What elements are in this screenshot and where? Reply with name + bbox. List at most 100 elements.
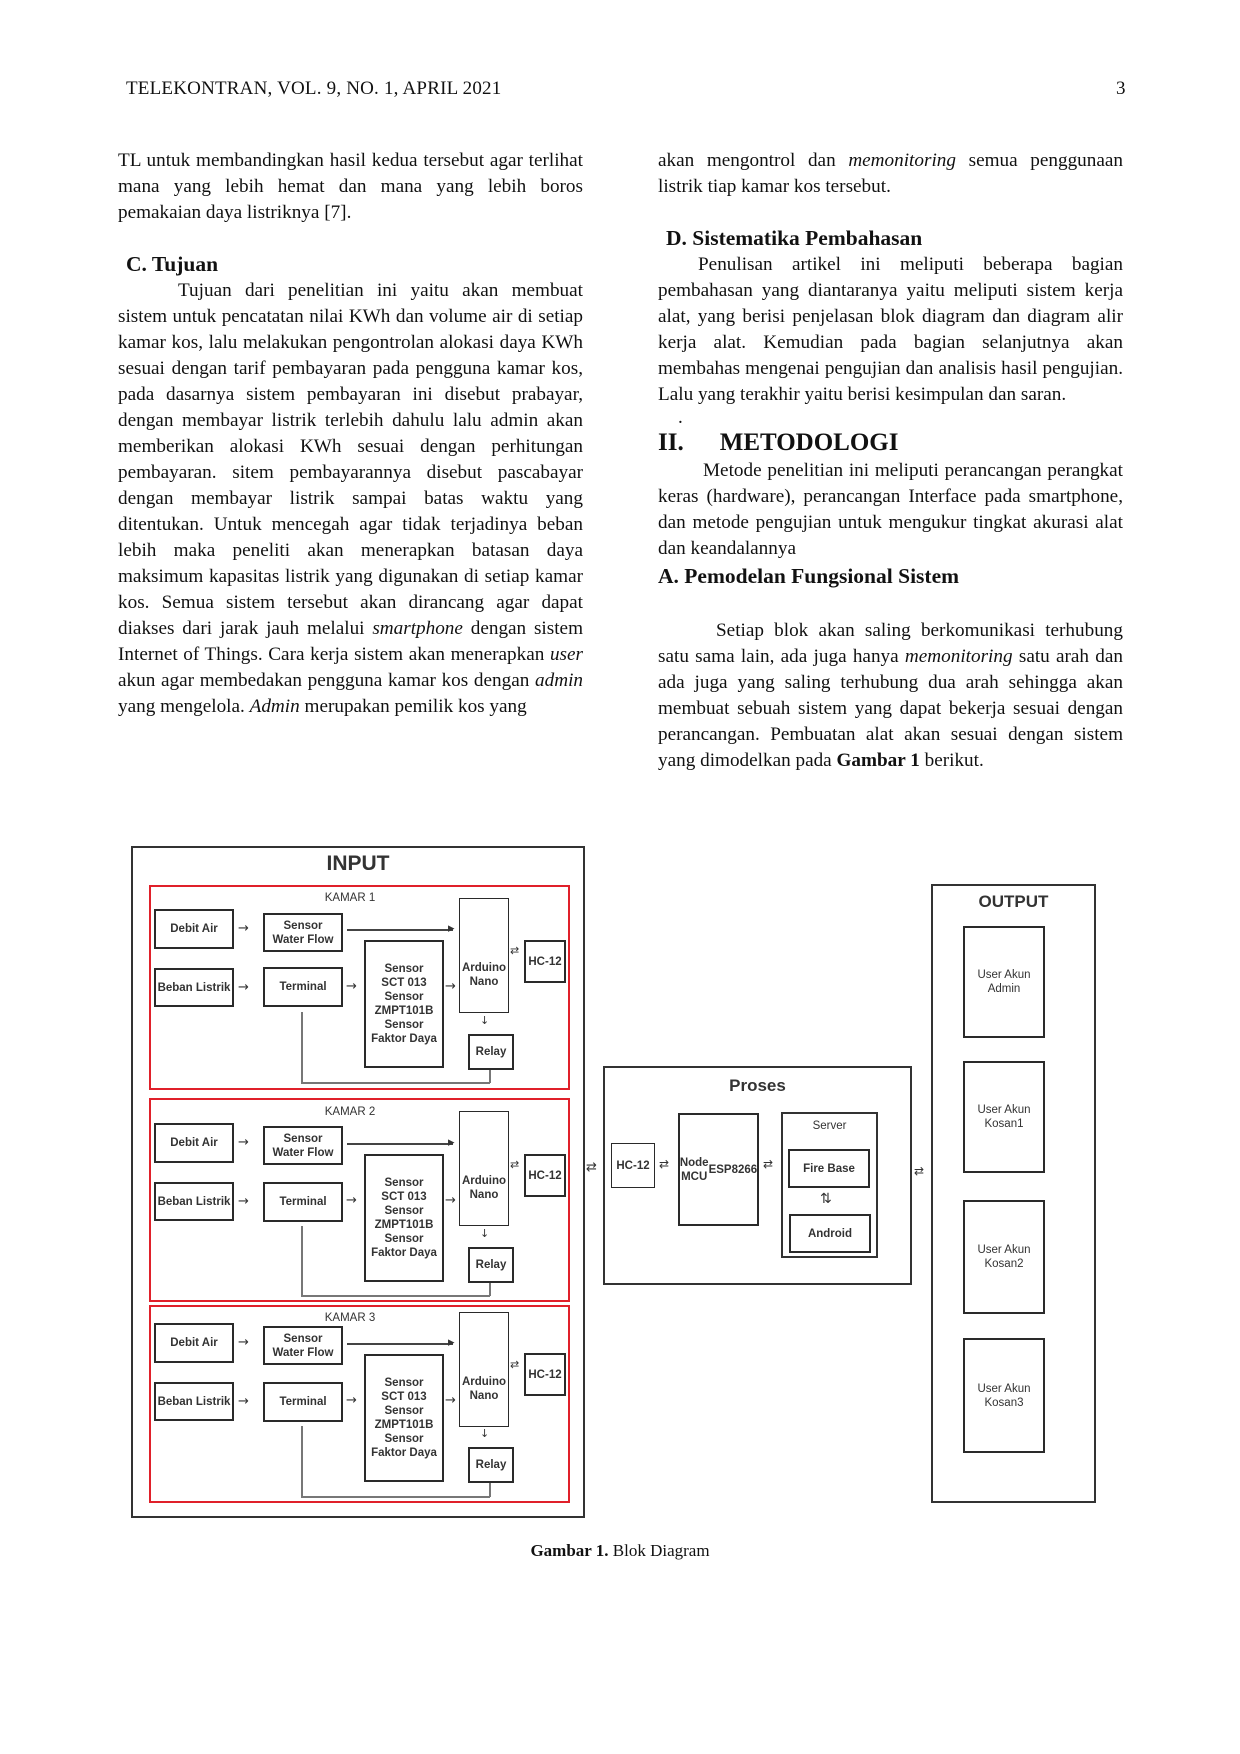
beban-listrik-block: Beban Listrik [154, 1182, 234, 1221]
bidirectional-arrow-icon: ⇄ [763, 1157, 774, 1171]
arrow-icon: → [346, 1393, 357, 1408]
room-label: KAMAR 1 [324, 892, 376, 904]
room-frame [149, 885, 570, 1090]
connector-line [347, 1343, 453, 1345]
beban-listrik-block: Beban Listrik [154, 968, 234, 1007]
relay-block: Relay [468, 1034, 514, 1070]
continued-paragraph: akan mengontrol dan memonitoring semua p… [658, 150, 1123, 197]
arrow-icon: ▸ [448, 1135, 455, 1150]
proses-hc12-block: HC-12 [611, 1143, 655, 1188]
room-label: KAMAR 2 [324, 1106, 376, 1118]
feedback-line [301, 1226, 303, 1296]
feedback-line [489, 1483, 491, 1497]
server-label: Server [812, 1120, 847, 1132]
feedback-line [301, 1496, 490, 1498]
arrow-icon: → [238, 1135, 249, 1150]
hc12-block: HC-12 [524, 1353, 566, 1396]
bidirectional-arrow-icon: ⇄ [659, 1157, 670, 1171]
arrow-icon: → [238, 980, 249, 995]
input-panel [131, 846, 585, 1518]
section-d-paragraph: Penulisan artikel ini meliputi beberapa … [658, 254, 1123, 405]
debit-air-block: Debit Air [154, 909, 234, 949]
terminal-block: Terminal [263, 967, 343, 1007]
arrow-down-icon: ↓ [480, 1014, 490, 1027]
arrow-icon: ▸ [448, 921, 455, 936]
section-ii-paragraph: Metode penelitian ini meliputi perancang… [658, 460, 1123, 559]
arrow-icon: → [445, 979, 456, 994]
arrow-icon: → [346, 979, 357, 994]
hc12-block: HC-12 [524, 940, 566, 983]
input-title: INPUT [326, 852, 390, 875]
section-d-heading: D. Sistematika Pembahasan [666, 226, 923, 250]
connector-line [347, 1143, 453, 1145]
bidirectional-arrow-icon: ⇄ [914, 1164, 925, 1178]
output-title: OUTPUT [978, 892, 1049, 911]
feedback-line [301, 1295, 490, 1297]
arrow-down-icon: ↓ [480, 1427, 490, 1440]
section-a-paragraph: Setiap blok akan saling berkomunikasi te… [658, 620, 1123, 771]
arrow-icon: → [238, 1194, 249, 1209]
output-panel [931, 884, 1096, 1503]
bidirectional-arrow-icon: ⇄ [586, 1160, 597, 1175]
section-c-heading: C. Tujuan [126, 252, 219, 276]
connector-line [347, 929, 453, 931]
proses-panel [603, 1066, 912, 1285]
stray-dot: . [678, 407, 683, 428]
feedback-line [489, 1283, 491, 1296]
arrow-icon: → [238, 1394, 249, 1409]
figure-caption: Gambar 1. Blok Diagram [530, 1541, 710, 1560]
room-frame [149, 1098, 570, 1302]
intro-paragraph: TL untuk membandingkan hasil kedua terse… [118, 150, 583, 223]
terminal-block: Terminal [263, 1182, 343, 1222]
bidirectional-arrow-icon: ⇄ [510, 1158, 520, 1171]
debit-air-block: Debit Air [154, 1123, 234, 1163]
page-number: 3 [1116, 78, 1126, 99]
bidirectional-arrow-icon: ⇄ [510, 944, 520, 957]
up-down-arrow-icon: ⇅ [820, 1191, 832, 1207]
left-column: TL untuk membandingkan hasil kedua terse… [118, 148, 583, 720]
proses-title: Proses [729, 1076, 786, 1095]
right-column: akan mengontrol dan memonitoring semua p… [658, 148, 1123, 774]
beban-listrik-block: Beban Listrik [154, 1382, 234, 1421]
room-label: KAMAR 3 [324, 1312, 376, 1324]
arrow-icon: → [346, 1193, 357, 1208]
feedback-line [301, 1012, 303, 1083]
debit-air-block: Debit Air [154, 1323, 234, 1363]
arrow-icon: → [445, 1393, 456, 1408]
hc12-block: HC-12 [524, 1154, 566, 1197]
android-block: Android [789, 1214, 871, 1253]
relay-block: Relay [468, 1247, 514, 1283]
section-ii-heading: II.METODOLOGI [658, 429, 899, 456]
terminal-block: Terminal [263, 1382, 343, 1422]
feedback-line [489, 1070, 491, 1083]
section-a-heading: A. Pemodelan Fungsional Sistem [658, 564, 960, 588]
firebase-block: Fire Base [788, 1149, 870, 1188]
arrow-icon: → [238, 1335, 249, 1350]
arrow-icon: → [445, 1193, 456, 1208]
server-panel [781, 1112, 878, 1258]
arrow-icon: → [238, 921, 249, 936]
feedback-line [301, 1082, 490, 1084]
bidirectional-arrow-icon: ⇄ [510, 1358, 520, 1371]
arrow-icon: ▸ [448, 1335, 455, 1350]
section-c-paragraph: Tujuan dari penelitian ini yaitu akan me… [118, 280, 583, 717]
feedback-line [301, 1426, 303, 1497]
room-frame [149, 1305, 570, 1503]
relay-block: Relay [468, 1447, 514, 1483]
running-header: TELEKONTRAN, VOL. 9, NO. 1, APRIL 2021 [126, 78, 502, 99]
arrow-down-icon: ↓ [480, 1227, 490, 1240]
